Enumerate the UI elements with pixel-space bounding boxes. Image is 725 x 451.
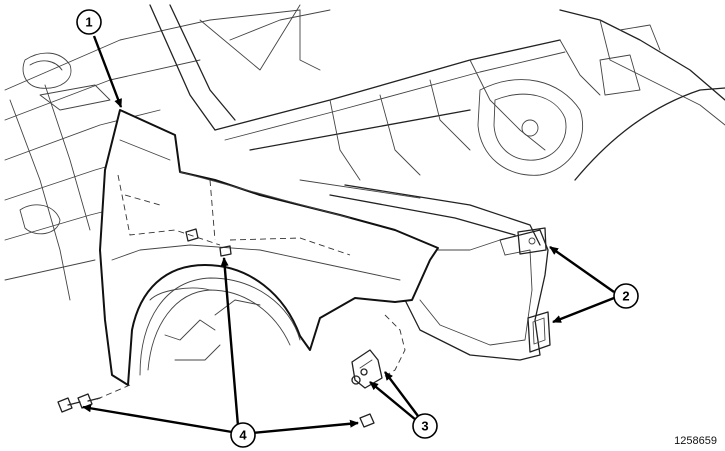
leader-3b bbox=[384, 371, 419, 417]
callout-2: 2 bbox=[613, 283, 639, 309]
callout-1-label: 1 bbox=[85, 15, 92, 30]
callout-3: 3 bbox=[412, 413, 438, 439]
leader-2a bbox=[549, 246, 615, 293]
leaders bbox=[82, 35, 615, 435]
callout-2-label: 2 bbox=[622, 289, 629, 304]
callout-1: 1 bbox=[76, 9, 102, 35]
leader-3a bbox=[369, 381, 417, 421]
leader-2b bbox=[552, 296, 615, 324]
leader-4a bbox=[82, 404, 239, 435]
callout-3-label: 3 bbox=[421, 419, 428, 434]
leader-4b bbox=[220, 257, 240, 427]
callout-4: 4 bbox=[230, 422, 256, 448]
leader-1 bbox=[92, 35, 123, 108]
leader-4c bbox=[251, 419, 359, 435]
callout-4-label: 4 bbox=[239, 428, 247, 443]
fender-bracket bbox=[351, 314, 406, 389]
figure-number: 1258659 bbox=[674, 435, 717, 447]
fender-fasteners bbox=[57, 228, 375, 428]
front-fender bbox=[99, 109, 439, 386]
body-structure bbox=[4, 4, 725, 361]
